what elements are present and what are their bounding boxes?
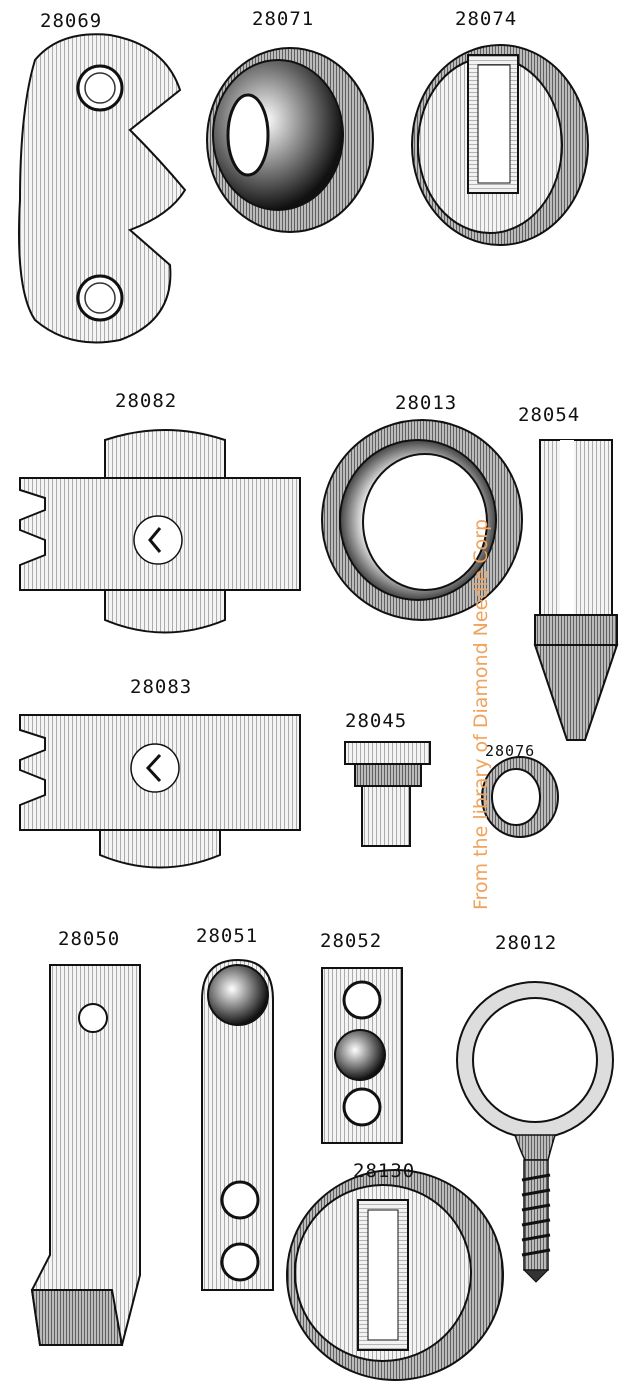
part-28082-drawing [19, 429, 301, 634]
part-28012-drawing [456, 981, 614, 1283]
part-label-28074: 28074 [455, 8, 518, 30]
part-label-28052: 28052 [320, 930, 383, 952]
part-28076-drawing [481, 756, 559, 838]
part-28045-drawing [344, 741, 431, 847]
part-label-28083: 28083 [130, 676, 193, 698]
part-label-28130: 28130 [353, 1160, 416, 1182]
part-label-28076: 28076 [485, 742, 536, 760]
part-label-28069: 28069 [40, 10, 103, 32]
part-28050-drawing [30, 964, 141, 1346]
part-28052-drawing [321, 967, 403, 1144]
part-28054-drawing [533, 439, 619, 741]
part-28069-drawing [18, 33, 187, 344]
part-label-28050: 28050 [58, 928, 121, 950]
part-label-28054: 28054 [518, 404, 581, 426]
part-28051-drawing [201, 958, 274, 1291]
part-label-28013: 28013 [395, 392, 458, 414]
library-watermark: From the library of Diamond Needle Corp [470, 518, 492, 910]
part-28083-drawing [19, 714, 301, 869]
part-label-28071: 28071 [252, 8, 315, 30]
part-28013-drawing [321, 419, 523, 621]
part-label-28045: 28045 [345, 710, 408, 732]
part-28130-drawing [286, 1169, 504, 1381]
part-label-28051: 28051 [196, 925, 259, 947]
part-label-28012: 28012 [495, 932, 558, 954]
part-28074-drawing [411, 44, 589, 246]
part-28071-drawing [206, 47, 374, 233]
part-label-28082: 28082 [115, 390, 178, 412]
